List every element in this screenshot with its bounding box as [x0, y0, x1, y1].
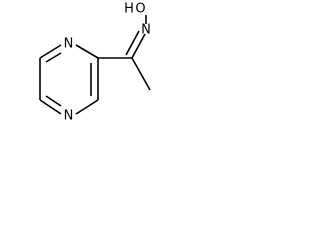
- bond-c-methyl: [131, 57, 151, 91]
- bond-c6-n1: [39, 44, 62, 59]
- bond-c6-n1-inner: [45, 52, 62, 63]
- atom-oxime-nitrogen: N: [141, 23, 151, 38]
- atom-hydroxyl-oxygen: O: [135, 2, 145, 17]
- bond-c-n-double-b: [125, 30, 140, 56]
- bond-c-n-double-a: [131, 33, 146, 59]
- bond-n1-c2: [75, 44, 99, 59]
- atom-n1: N: [64, 37, 74, 52]
- molecule-structure: N N N H O: [39, 2, 151, 124]
- bond-n4-c5-inner: [45, 95, 62, 107]
- oxime-side-chain: [98, 15, 151, 91]
- atom-hydroxyl-hydrogen: H: [124, 2, 134, 17]
- pyrazine-ring: [39, 44, 99, 115]
- bond-n4-c5: [39, 99, 62, 115]
- atom-n4: N: [64, 109, 74, 124]
- bond-c3-n4: [75, 99, 99, 115]
- hydroxyl-label: H O: [124, 2, 146, 17]
